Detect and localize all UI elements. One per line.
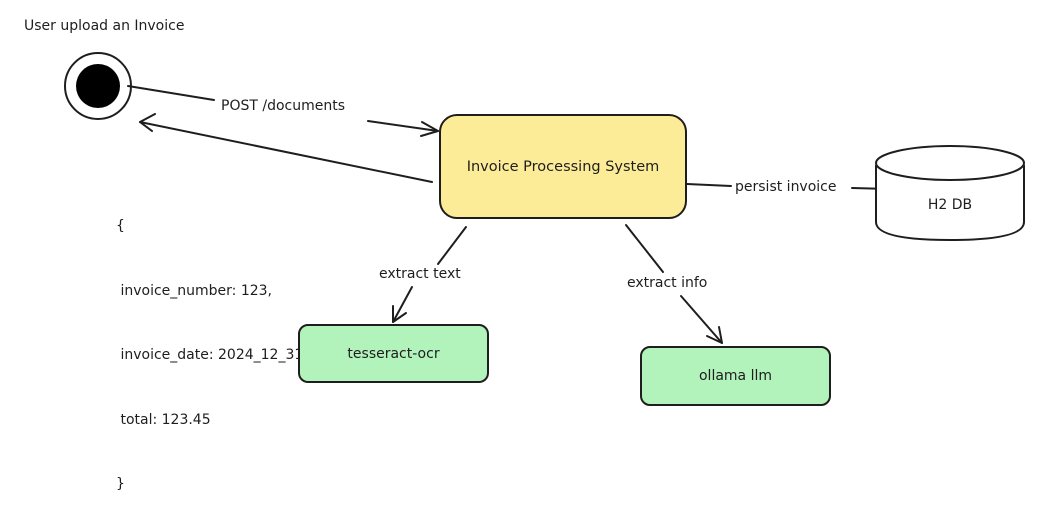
tesseract-ocr-label: tesseract-ocr [347, 345, 440, 362]
response-json: { invoice_number: 123, invoice_date: 202… [116, 173, 308, 517]
actor-inner-circle [76, 64, 120, 108]
extract-text-arrow [392, 226, 467, 323]
persist-invoice-label: persist invoice [732, 178, 840, 196]
extract-info-arrow [625, 224, 723, 344]
database-cylinder-body [875, 165, 1025, 241]
extract-info-arrowhead [706, 326, 723, 344]
diagram-connectors [64, 52, 1025, 344]
response-line: total: 123.45 [116, 411, 211, 428]
post-documents-label: POST /documents [218, 97, 348, 115]
h2-db-label: H2 DB [927, 197, 973, 213]
extract-text-arrowhead [392, 305, 407, 323]
invoice-processing-system-node: Invoice Processing System [439, 114, 687, 219]
h2-db-node: H2 DB [876, 180, 1024, 230]
response-line: invoice_date: 2024_12_31, [116, 347, 308, 363]
invoice-processing-system-label: Invoice Processing System [466, 158, 660, 175]
extract-text-label: extract text [376, 265, 464, 283]
actor-caption: User upload an Invoice [24, 18, 185, 34]
response-line: } [116, 476, 125, 492]
tesseract-ocr-node: tesseract-ocr [298, 324, 489, 383]
response-line: invoice_number: 123, [116, 282, 272, 299]
post-documents-arrowhead [420, 121, 439, 137]
database-cylinder-top [875, 145, 1025, 181]
ollama-llm-node: ollama llm [640, 346, 831, 406]
post-documents-arrow [127, 85, 439, 132]
response-arrowhead [139, 113, 156, 132]
ollama-llm-label: ollama llm [698, 368, 772, 384]
response-arrow [139, 121, 433, 183]
extract-info-label: extract info [624, 274, 711, 292]
response-line: { [116, 218, 125, 234]
